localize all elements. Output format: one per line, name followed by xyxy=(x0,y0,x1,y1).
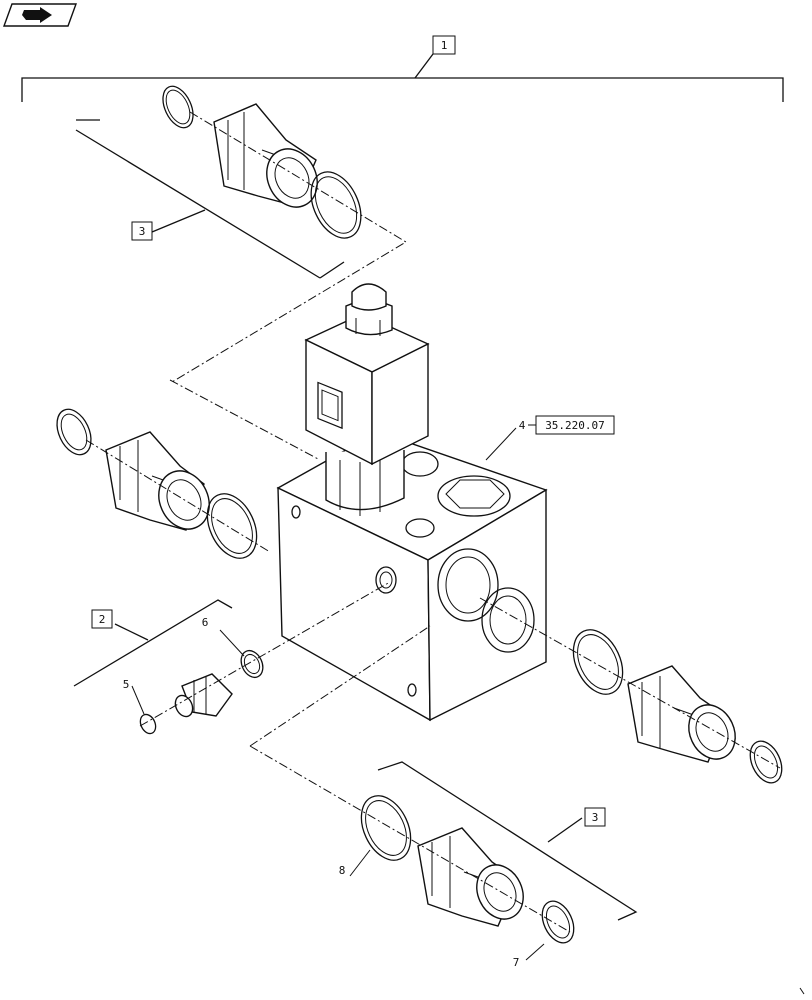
callout-7-label[interactable]: 7 xyxy=(513,956,520,969)
reference-label: 35.220.07 xyxy=(545,419,605,432)
right-fitting xyxy=(479,597,783,784)
callout-8-label[interactable]: 8 xyxy=(339,864,346,877)
bottom-fitting-assembly xyxy=(249,625,638,961)
callout-4-label[interactable]: 4 xyxy=(519,419,526,432)
left-fitting xyxy=(56,379,321,559)
callout-2-label: 2 xyxy=(99,613,106,626)
callout-1[interactable]: 1 xyxy=(432,35,456,55)
callout-3-top[interactable]: 3 xyxy=(131,221,153,241)
callout-6-label[interactable]: 6 xyxy=(202,616,209,629)
callout-3-bottom-label: 3 xyxy=(592,811,599,824)
callout-2[interactable]: 2 xyxy=(91,609,113,629)
valve-block xyxy=(276,431,548,722)
callout-3-top-label: 3 xyxy=(139,225,146,238)
leader-line-4 xyxy=(485,427,517,461)
callout-5-label[interactable]: 5 xyxy=(123,678,130,691)
navigation-arrow-icon[interactable] xyxy=(3,3,77,27)
callout-3-bottom[interactable]: 3 xyxy=(584,807,606,827)
corner-mark xyxy=(799,987,805,995)
reference-box[interactable]: 35.220.07 xyxy=(535,415,615,435)
callout-1-label: 1 xyxy=(441,39,448,52)
top-fitting-assembly xyxy=(75,85,407,383)
small-fitting-assembly xyxy=(73,581,391,735)
assembly-bracket xyxy=(21,53,784,102)
solenoid-cartridge xyxy=(304,283,430,516)
